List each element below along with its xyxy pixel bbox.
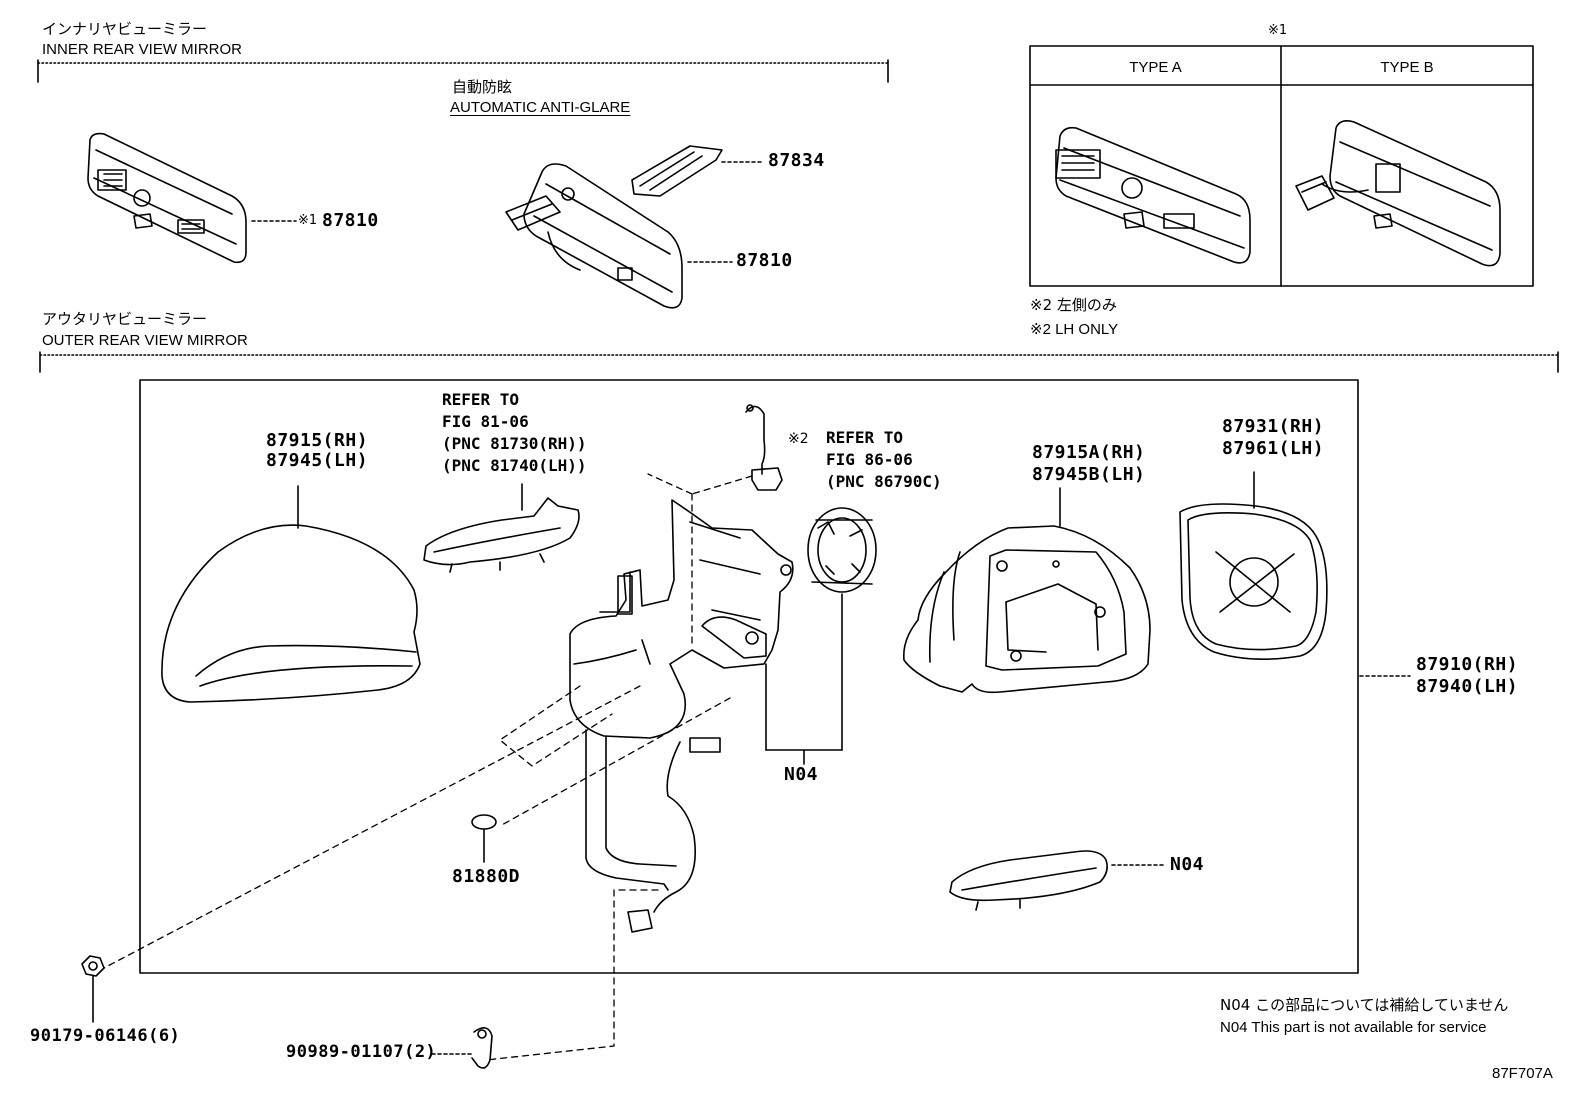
- mirror-cover-drawing: [161, 485, 421, 703]
- part-number-87810-auto[interactable]: 87810: [736, 250, 793, 271]
- part-number-90989-01107[interactable]: 90989-01107(2): [286, 1042, 437, 1062]
- inner-mirror-standard-drawing: [87, 132, 297, 264]
- outer-section-title-en: OUTER REAR VIEW MIRROR: [42, 332, 248, 349]
- note-1-mark: ※1: [298, 213, 318, 228]
- figure-code: 87F707A: [1492, 1065, 1553, 1082]
- refer-fig-81-06-line3: (PNC 81730(RH)): [442, 434, 587, 453]
- lh-only-note-jp: ※2 左側のみ: [1030, 296, 1117, 314]
- assembly-frame: [139, 379, 1359, 974]
- mirror-holder-drawing: [902, 487, 1151, 694]
- part-number-87910-rh[interactable]: 87910(RH): [1416, 654, 1519, 675]
- type-table-mark: ※1: [1268, 23, 1288, 38]
- mirror-base-drawing: [569, 499, 794, 739]
- turn-lamp-upper-drawing: [423, 483, 580, 573]
- refer-note-2-mark: ※2: [788, 431, 809, 447]
- inner-section-title-jp: インナリヤビューミラー: [42, 20, 208, 38]
- auto-anti-glare-label-en: AUTOMATIC ANTI-GLARE: [450, 99, 631, 116]
- auto-anti-glare-label-jp: 自動防眩: [452, 78, 513, 96]
- nut-drawing: [81, 955, 105, 1023]
- part-number-87931-rh[interactable]: 87931(RH): [1222, 416, 1325, 437]
- inner-section-bracket: [37, 59, 889, 83]
- part-number-87834[interactable]: 87834: [768, 150, 825, 171]
- inner-section-title-en: INNER REAR VIEW MIRROR: [42, 41, 243, 58]
- n04-label-motor[interactable]: N04: [784, 764, 819, 785]
- refer-fig-81-06-line4: (PNC 81740(LH)): [442, 456, 587, 475]
- part-number-87810-standard[interactable]: 87810: [322, 210, 379, 231]
- part-number-87945b-lh[interactable]: 87945B(LH): [1032, 464, 1146, 485]
- part-number-87945-lh[interactable]: 87945(LH): [266, 450, 369, 471]
- refer-fig-86-06-line3: (PNC 86790C): [826, 472, 942, 491]
- outer-section-bracket: [39, 351, 1559, 373]
- part-number-87940-lh[interactable]: 87940(LH): [1416, 676, 1519, 697]
- type-a-mirror-drawing: [1055, 126, 1251, 264]
- lh-only-note-en: ※2 LH ONLY: [1030, 321, 1119, 338]
- lamp-socket-drawing: [745, 404, 783, 491]
- wire-harness-drawing: [585, 729, 721, 933]
- mirror-glass-drawing: [1179, 471, 1328, 660]
- outer-section-title-jp: アウタリヤビューミラー: [42, 310, 208, 328]
- type-table: [1029, 45, 1534, 287]
- n04-not-available-note-jp: N04 この部品については補給していません: [1220, 996, 1509, 1014]
- refer-fig-81-06-line1: REFER TO: [442, 390, 520, 409]
- type-b-header: TYPE B: [1380, 59, 1434, 76]
- part-number-81880d[interactable]: 81880D: [452, 866, 521, 887]
- n04-label-lamp[interactable]: N04: [1170, 854, 1205, 875]
- refer-fig-86-06-line2[interactable]: FIG 86-06: [826, 450, 913, 469]
- turn-lamp-lower-drawing: [949, 850, 1165, 911]
- refer-fig-86-06-line1: REFER TO: [826, 428, 904, 447]
- assembly-guide-lines: [103, 473, 753, 1061]
- type-a-header: TYPE A: [1129, 59, 1182, 76]
- part-number-87915a-rh[interactable]: 87915A(RH): [1032, 442, 1146, 463]
- n04-bracket: [765, 663, 843, 765]
- part-number-90179-06146[interactable]: 90179-06146(6): [30, 1026, 181, 1046]
- type-b-mirror-drawing: [1295, 120, 1501, 267]
- part-number-87961-lh[interactable]: 87961(LH): [1222, 438, 1325, 459]
- clip-drawing: [431, 1027, 493, 1069]
- part-number-87915-rh[interactable]: 87915(RH): [266, 430, 369, 451]
- mirror-motor-drawing: [807, 507, 877, 751]
- inner-mirror-auto-drawing: [505, 145, 763, 309]
- n04-not-available-note-en: N04 This part is not available for servi…: [1220, 1019, 1487, 1036]
- grommet-drawing: [471, 814, 497, 863]
- refer-fig-81-06-line2[interactable]: FIG 81-06: [442, 412, 529, 431]
